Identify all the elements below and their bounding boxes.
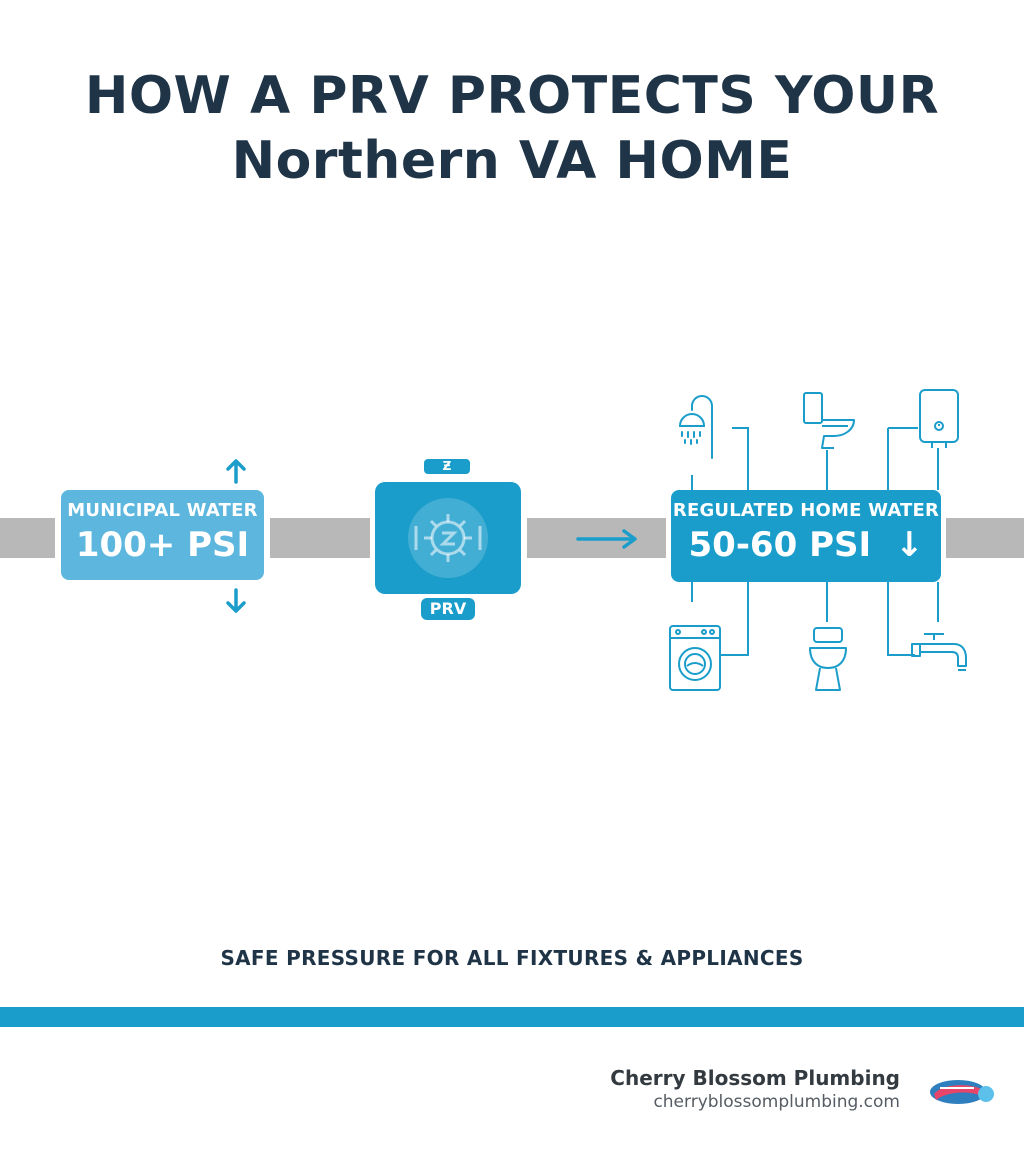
regulated-home-water-box: REGULATED HOME WATER 50-60 PSI ↓ <box>671 490 941 582</box>
faucet-icon <box>911 633 967 671</box>
fixture-connectors <box>691 427 939 656</box>
shower-icon <box>678 395 713 459</box>
title-line-2: Northern VA HOME <box>231 131 793 191</box>
brand-url[interactable]: cherryblossomplumbing.com <box>653 1092 900 1112</box>
regulated-water-label: REGULATED HOME WATER <box>672 500 940 521</box>
down-arrow-icon <box>226 588 246 613</box>
prv-cap: Ƶ <box>424 459 470 474</box>
toilet-icon <box>803 392 855 449</box>
prv-label: PRV <box>421 598 475 620</box>
pipe-segment-right <box>946 518 1024 558</box>
municipal-water-box: MUNICIPAL WATER 100+ PSI <box>61 490 264 580</box>
water-heater-icon <box>919 389 959 448</box>
regulated-pressure-value: 50-60 PSI <box>688 525 872 565</box>
municipal-water-pressure: 100+ PSI <box>75 525 250 565</box>
brand-block: Cherry Blossom Plumbing cherryblossomplu… <box>610 1066 900 1112</box>
gear-icon <box>408 498 488 578</box>
down-arrow-icon: ↓ <box>894 525 924 565</box>
flow-arrow-icon <box>576 529 637 549</box>
washing-machine-icon <box>669 625 721 691</box>
toilet-icon <box>809 627 847 691</box>
footer-divider-bar <box>0 1007 1024 1027</box>
up-arrow-icon <box>226 459 246 484</box>
prv-cap-glyph: Ƶ <box>442 459 452 473</box>
brand-name: Cherry Blossom Plumbing <box>610 1066 900 1090</box>
company-logo-icon <box>930 1080 994 1104</box>
pipe-segment-left <box>0 518 55 558</box>
prv-valve-body <box>375 482 521 594</box>
title-line-1: HOW A PRV PROTECTS YOUR <box>84 66 940 126</box>
municipal-water-label: MUNICIPAL WATER <box>67 500 258 521</box>
regulated-water-pressure: 50-60 PSI ↓ <box>671 525 941 565</box>
safe-pressure-caption: SAFE PRESSURE FOR ALL FIXTURES & APPLIAN… <box>220 946 804 970</box>
pipe-segment-mid-left <box>270 518 370 558</box>
